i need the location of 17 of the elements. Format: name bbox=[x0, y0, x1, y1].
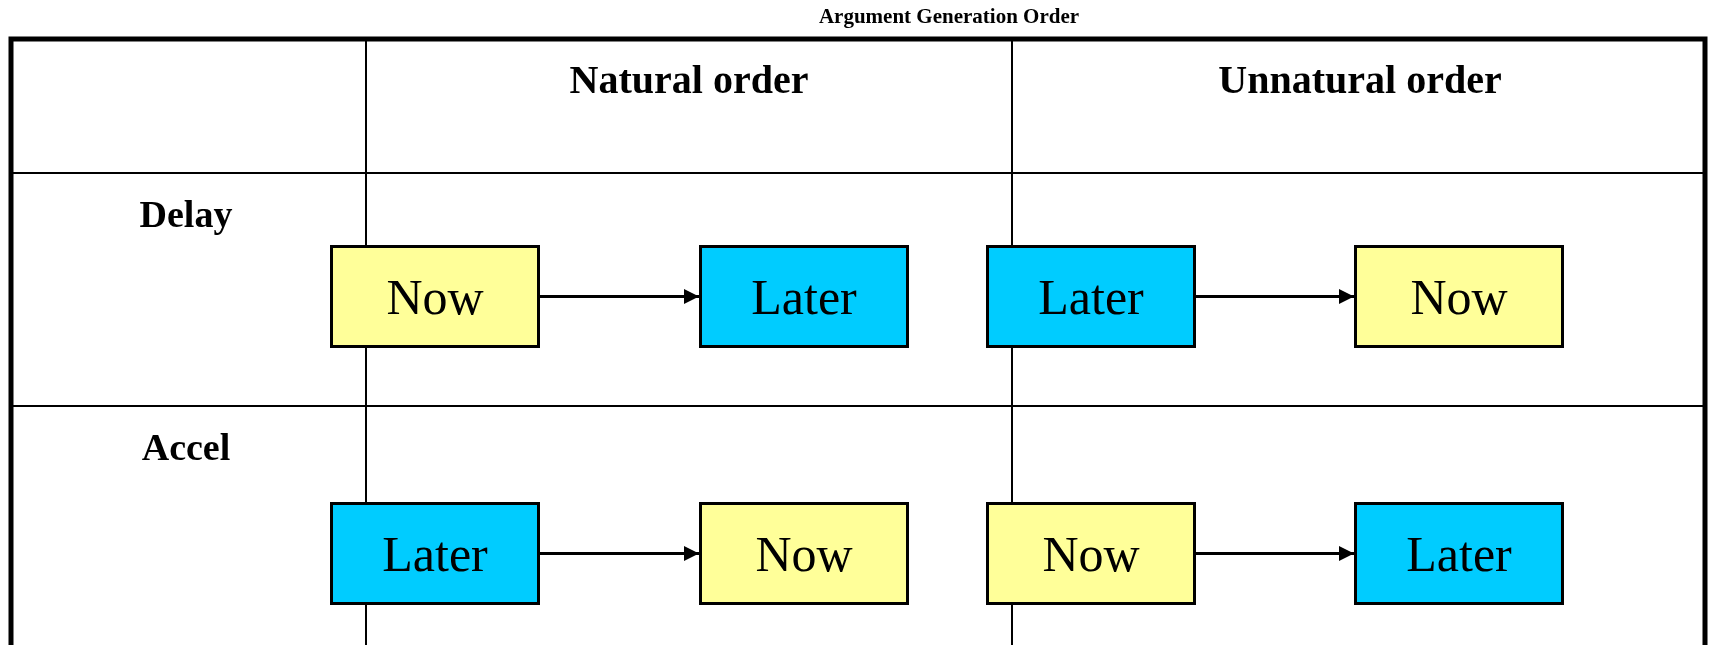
row-header: Delay bbox=[139, 192, 233, 236]
column-header: Unnatural order bbox=[1218, 56, 1502, 103]
process-box: Now bbox=[986, 502, 1196, 605]
process-box: Later bbox=[1354, 502, 1564, 605]
process-box: Later bbox=[330, 502, 540, 605]
arrow bbox=[1196, 546, 1354, 561]
arrow bbox=[1196, 289, 1354, 304]
process-box: Later bbox=[699, 245, 909, 348]
process-box: Now bbox=[330, 245, 540, 348]
row-header: Accel bbox=[141, 425, 231, 469]
process-box: Now bbox=[1354, 245, 1564, 348]
arrow bbox=[540, 289, 699, 304]
column-header: Natural order bbox=[569, 56, 809, 103]
diagram-title: Argument Generation Order bbox=[818, 4, 1080, 29]
process-box: Later bbox=[986, 245, 1196, 348]
process-box: Now bbox=[699, 502, 909, 605]
arrow bbox=[540, 546, 699, 561]
